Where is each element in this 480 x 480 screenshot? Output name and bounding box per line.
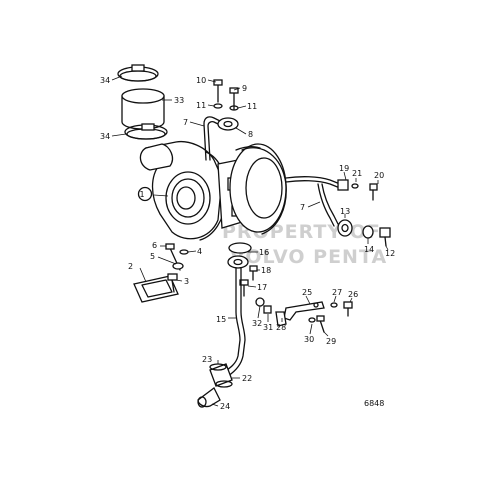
callout-7-upper: 7	[183, 118, 188, 127]
callout-12: 12	[385, 249, 395, 258]
washer-30	[308, 317, 316, 323]
callout-circle-1	[137, 186, 153, 202]
callout-11-right: 11	[247, 102, 257, 111]
callout-24: 24	[220, 402, 230, 411]
hose-sleeve	[121, 88, 165, 130]
callout-1: 1	[139, 190, 144, 199]
callout-9: 9	[242, 84, 247, 93]
hose-clamp-top	[117, 64, 159, 82]
callout-25: 25	[302, 288, 312, 297]
bolt-17	[239, 279, 249, 297]
drain-hose	[209, 363, 233, 388]
callout-20: 20	[374, 171, 384, 180]
nut-32	[255, 297, 265, 307]
drain-elbow	[197, 387, 221, 408]
callout-31: 31	[263, 323, 273, 332]
banjo-bolt-set	[213, 79, 239, 111]
bolt-12	[379, 227, 391, 247]
callout-15: 15	[216, 315, 226, 324]
callout-28: 28	[276, 323, 286, 332]
bolt-3	[167, 273, 178, 293]
bolt-18	[249, 265, 258, 281]
union-fitting-14	[362, 225, 374, 239]
callout-11-left: 11	[196, 101, 206, 110]
callout-22: 22	[242, 374, 252, 383]
callout-29: 29	[326, 337, 336, 346]
callout-10: 10	[196, 76, 206, 85]
callout-34-top: 34	[100, 76, 110, 85]
callout-34-bottom: 34	[100, 132, 110, 141]
bolt-20	[369, 183, 378, 201]
oil-pipe-right	[285, 176, 353, 237]
callout-labels: 1 2 3 4 5 6 7 7 8 9 10 11 11 12 13 14 15…	[100, 76, 395, 411]
callout-30: 30	[304, 335, 314, 344]
callout-26: 26	[348, 290, 358, 299]
callout-13: 13	[340, 207, 350, 216]
watermark-line-2: VOLVO PENTA	[230, 246, 387, 268]
washer-21	[351, 183, 359, 189]
callout-14: 14	[364, 245, 374, 254]
bolt-29	[316, 315, 325, 333]
callout-2: 2	[128, 262, 133, 271]
callout-7-right: 7	[300, 203, 305, 212]
turbocharger-turbine-housing	[229, 143, 287, 235]
nut-31	[263, 305, 272, 314]
gasket-2	[133, 275, 179, 303]
washer-27	[330, 302, 338, 308]
callout-33: 33	[174, 96, 184, 105]
callout-27: 27	[332, 288, 342, 297]
callout-18: 18	[261, 266, 271, 275]
oil-pipe-upper	[203, 116, 239, 161]
leader-lines	[111, 75, 389, 407]
callout-3: 3	[184, 277, 189, 286]
callout-21: 21	[352, 169, 362, 178]
callout-6: 6	[152, 241, 157, 250]
callout-4: 4	[197, 247, 202, 256]
oil-return-pipe	[223, 267, 246, 377]
callout-8: 8	[248, 130, 253, 139]
turbocharger-compressor-housing	[139, 140, 227, 241]
callout-19: 19	[339, 164, 349, 173]
callout-23: 23	[202, 355, 212, 364]
callout-32: 32	[252, 319, 262, 328]
bolt-26	[343, 301, 353, 317]
stud-bolt-set	[165, 243, 189, 271]
clip-28	[275, 311, 287, 327]
callout-16: 16	[259, 248, 269, 257]
figure-number: 6848	[364, 399, 384, 408]
callout-5: 5	[150, 252, 155, 261]
oil-return-flange	[227, 242, 252, 269]
hose-clamp-bottom	[124, 123, 168, 140]
callout-17: 17	[257, 283, 267, 292]
